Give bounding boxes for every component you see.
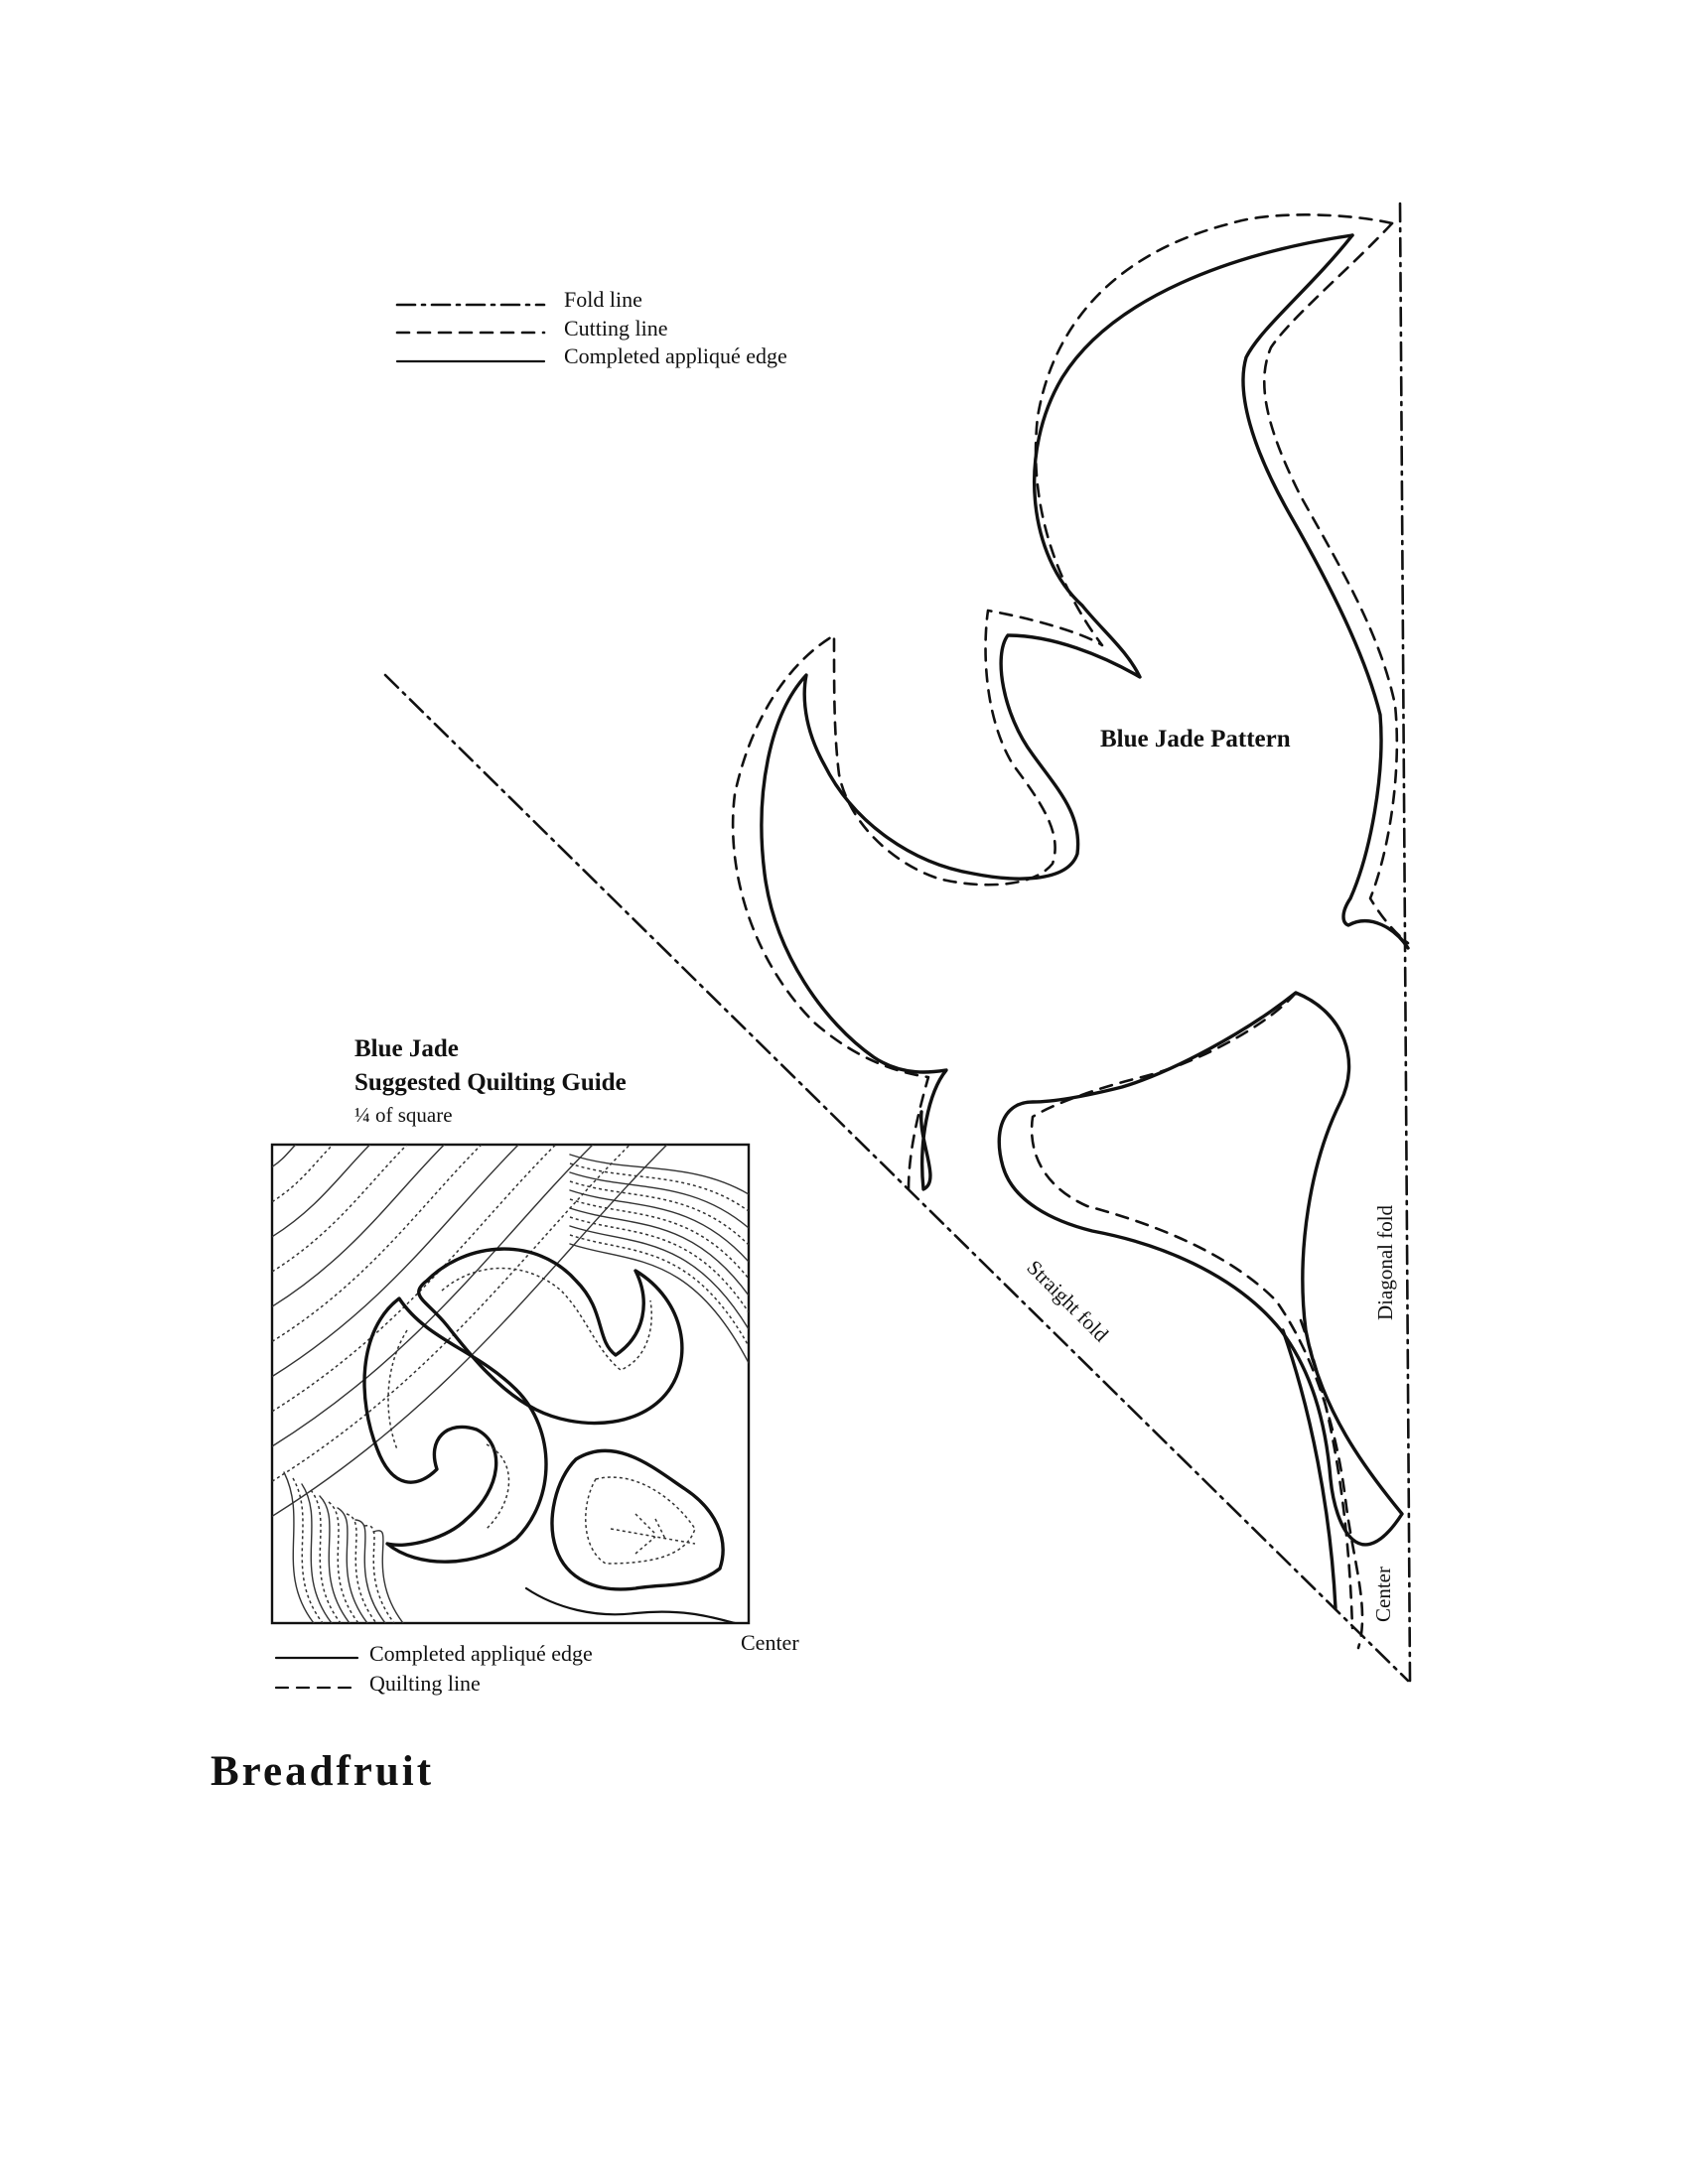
echo-line <box>319 1495 351 1623</box>
echo-line <box>569 1216 749 1313</box>
diagonal-fold-label: Diagonal fold <box>1373 1204 1397 1320</box>
echo-line <box>328 1501 359 1623</box>
guide-motif-stem <box>524 1586 737 1623</box>
guide-legend-quilting-label: Quilting line <box>369 1671 481 1696</box>
echo-line <box>272 1145 668 1518</box>
echo-line <box>272 1145 483 1343</box>
echo-line <box>569 1189 749 1263</box>
legend-fold-label: Fold line <box>564 287 642 312</box>
guide-center-label: Center <box>741 1630 799 1655</box>
straight-fold-label: Straight fold <box>1022 1256 1113 1347</box>
echo-line <box>272 1145 334 1203</box>
echo-line <box>363 1525 395 1623</box>
upper-motif-edge <box>760 233 1354 1191</box>
echo-line <box>569 1243 749 1364</box>
applique-motif-lower <box>997 991 1404 1650</box>
pattern-center-label: Center <box>1371 1567 1395 1622</box>
echo-line <box>354 1519 386 1623</box>
applique-motif-upper <box>731 213 1410 1191</box>
quilting-guide-square <box>270 1143 751 1625</box>
echo-line <box>272 1145 408 1273</box>
legend-edge-label: Completed appliqué edge <box>564 343 787 368</box>
echo-line <box>569 1225 749 1330</box>
echo-line <box>272 1145 557 1413</box>
echo-line <box>569 1180 749 1246</box>
echo-line <box>569 1234 749 1347</box>
pattern-title: Blue Jade Pattern <box>1100 726 1291 752</box>
guide-motif-c <box>550 1448 725 1591</box>
lower-stem-cutting <box>1299 1318 1354 1630</box>
upper-motif-edge-b <box>1241 233 1410 950</box>
echo-line <box>569 1171 749 1229</box>
guide-inner-quilt-c <box>585 1476 696 1565</box>
upper-motif-cutting-line-b <box>1262 221 1410 945</box>
echo-line <box>346 1513 377 1623</box>
echo-line <box>569 1154 749 1195</box>
echo-line <box>272 1145 631 1482</box>
echo-line <box>337 1507 368 1623</box>
echo-line <box>283 1471 315 1623</box>
guide-motif-b <box>362 1297 548 1564</box>
guide-title-line1: Blue Jade <box>354 1035 459 1062</box>
guide-motif-a <box>417 1247 684 1426</box>
echo-line <box>372 1530 404 1623</box>
lower-motif-cutting-line <box>1030 991 1364 1650</box>
echo-line <box>272 1145 446 1307</box>
echo-line <box>569 1162 749 1212</box>
guide-legend-edge-label: Completed appliqué edge <box>369 1641 593 1666</box>
echo-line <box>272 1145 297 1168</box>
echo-line <box>569 1207 749 1297</box>
guide-title-line2: Suggested Quilting Guide <box>354 1069 627 1096</box>
echo-line <box>272 1145 594 1447</box>
echo-quilting-lines <box>272 1145 749 1623</box>
guide-subtitle: ¼ of square <box>354 1103 453 1127</box>
lower-motif-edge <box>997 991 1404 1547</box>
section-heading: Breadfruit <box>211 1748 435 1795</box>
echo-line <box>569 1198 749 1280</box>
pattern-legend: Fold line Cutting line Completed appliqu… <box>395 287 787 368</box>
guide-inner-quilt-a <box>441 1267 652 1371</box>
upper-motif-cutting-line <box>731 213 1394 1191</box>
straight-fold-line <box>383 673 1410 1683</box>
guide-leaf-veins <box>610 1513 696 1555</box>
lower-stem-edge <box>1281 1328 1337 1610</box>
guide-inner-quilt-b <box>387 1329 510 1530</box>
echo-line <box>301 1483 333 1623</box>
echo-line <box>272 1145 519 1378</box>
legend-cutting-label: Cutting line <box>564 316 668 341</box>
guide-frame <box>270 1143 751 1625</box>
quilting-legend: Completed appliqué edge Quilting line Ce… <box>274 1630 799 1696</box>
echo-line <box>310 1489 342 1623</box>
fold-lines <box>383 202 1412 1683</box>
echo-line <box>272 1145 371 1238</box>
